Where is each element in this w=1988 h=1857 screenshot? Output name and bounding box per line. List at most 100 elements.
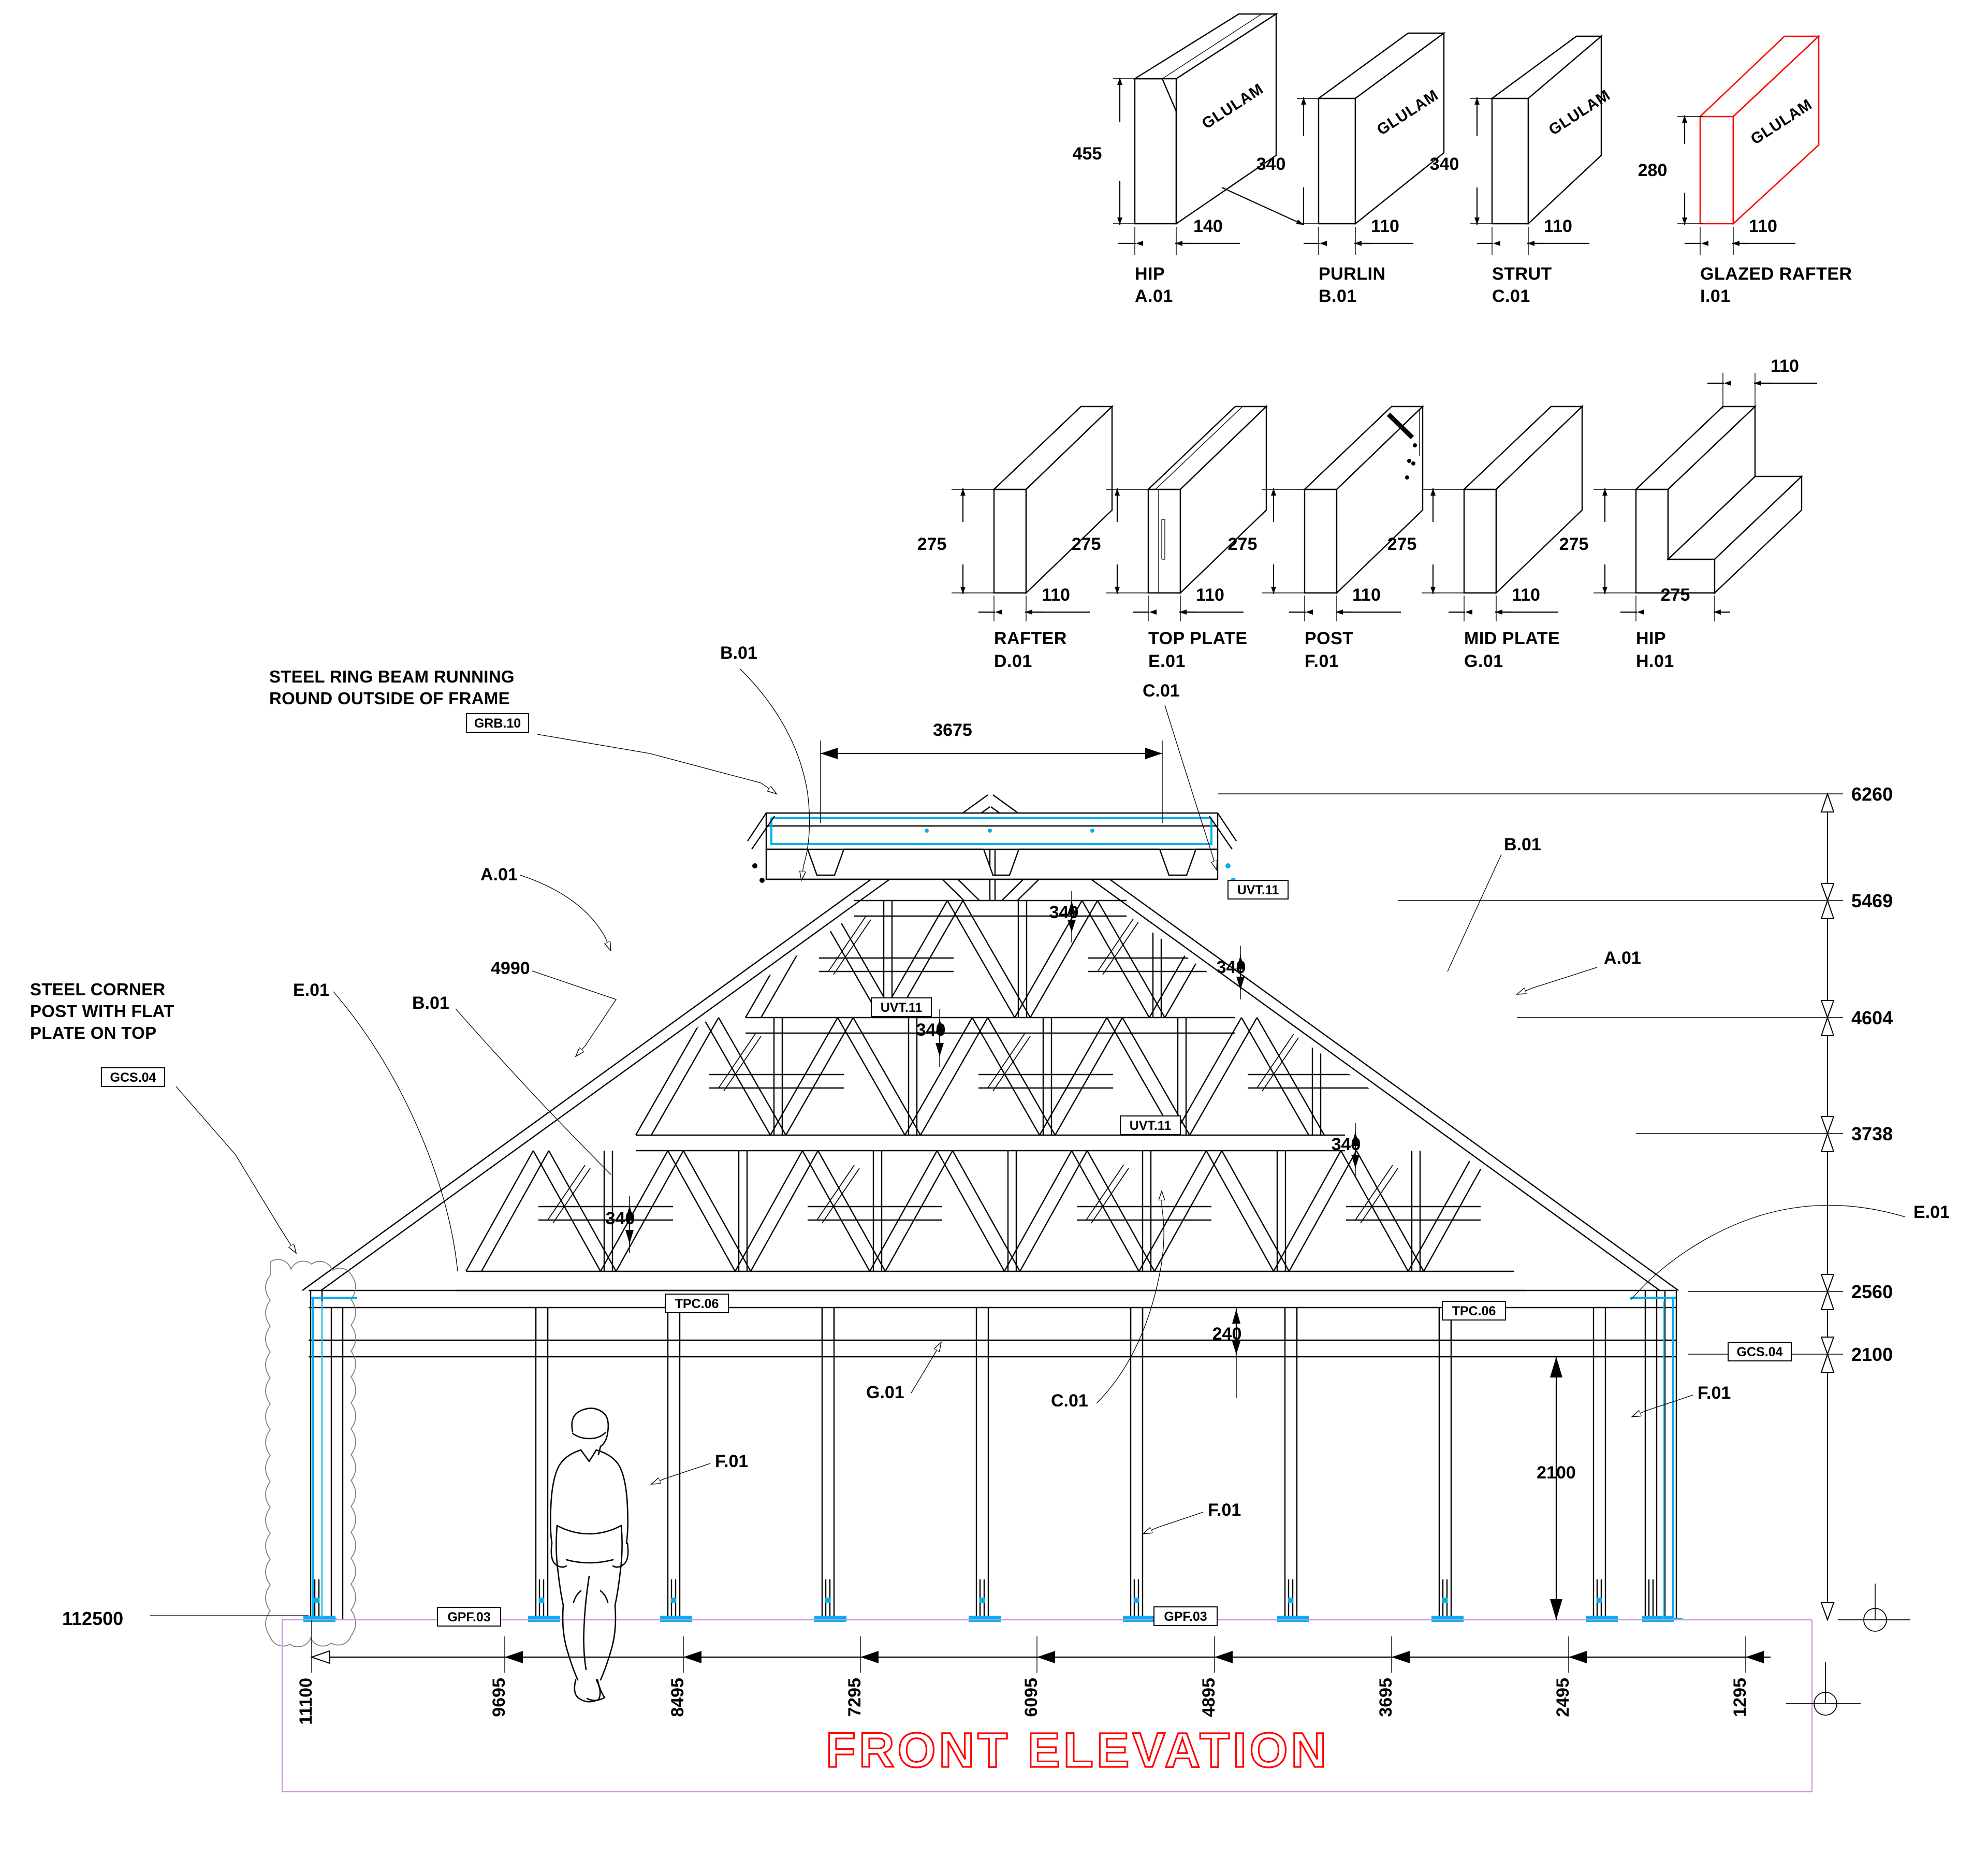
- leader-label-2: A.01: [480, 865, 518, 884]
- hip-h01-section-ref: H.01: [1636, 651, 1674, 671]
- rafter-depth-dim: 275: [917, 534, 947, 554]
- glazed-rafter-section-ref: I.01: [1700, 286, 1731, 306]
- roof-lantern-glazing: [747, 812, 1237, 883]
- inline-dim-6: 240: [1212, 1324, 1242, 1344]
- note-ring-beam: STEEL RING BEAM RUNNING ROUND OUTSIDE OF…: [269, 667, 529, 733]
- rafter-section-ref: D.01: [994, 651, 1032, 671]
- component-tag-3: TPC.06: [665, 1294, 729, 1313]
- left-level-value: 112500: [62, 1608, 123, 1629]
- top-plate-section-name: TOP PLATE: [1148, 629, 1248, 648]
- wall-posts: [310, 1290, 1677, 1620]
- leader-label-5: E.01: [293, 980, 329, 1000]
- leader-label-12: F.01: [1208, 1500, 1241, 1520]
- steel-ring-beam-cyan: [303, 1297, 1683, 1620]
- post-width-dim: 110: [1352, 585, 1381, 605]
- leader-label-9: G.01: [866, 1383, 904, 1402]
- post-depth-dim: 275: [1228, 534, 1258, 554]
- right-level-dimensions: [1218, 792, 1843, 1621]
- section-post-f01: 275 110 POST F.01: [1228, 405, 1424, 671]
- component-tag-boxes: UVT.11 UVT.11 UVT.11 TPC.06 TPC.06 GCS.0…: [437, 880, 1792, 1627]
- leader-label-13: F.01: [1698, 1383, 1731, 1403]
- top-plate-width-dim: 110: [1196, 585, 1224, 605]
- note-corner-post-tag: GCS.04: [110, 1070, 156, 1085]
- hip-h01-section-name: HIP: [1636, 629, 1666, 648]
- hip-h01-width-dim: 275: [1661, 585, 1690, 605]
- component-tag-0: UVT.11: [1227, 880, 1289, 900]
- ground-datum-line: [281, 1619, 1813, 1793]
- mid-plate-width-dim: 110: [1512, 585, 1540, 605]
- bottom-grid-labels: 11100 9695 8495 7295 6095 4895 3695 2495…: [296, 1678, 1750, 1725]
- purlin-section-name: PURLIN: [1319, 264, 1386, 284]
- right-level-0: 6260: [1851, 784, 1893, 805]
- component-tag-text-0: UVT.11: [1237, 883, 1279, 897]
- human-scale-figure: [550, 1408, 629, 1703]
- leader-label-4: B.01: [412, 993, 449, 1013]
- glazed-rafter-section-name: GLAZED RAFTER: [1700, 264, 1852, 284]
- note-corner-post: STEEL CORNER POST WITH FLAT PLATE ON TOP…: [30, 980, 174, 1087]
- component-tag-text-3: TPC.06: [675, 1297, 719, 1311]
- hip-section-name: HIP: [1135, 264, 1165, 284]
- glazed-rafter-depth-dim: 280: [1638, 161, 1668, 180]
- section-hip-a01: GLULAM 455 140 HIP A.01: [1073, 12, 1279, 306]
- mid-plate-depth-dim: 275: [1387, 534, 1417, 554]
- grid-label-5: 4895: [1199, 1678, 1219, 1717]
- strut-depth-dim: 340: [1430, 154, 1459, 174]
- note-corner-post-line1: STEEL CORNER: [30, 980, 166, 999]
- section-top-plate-e01: 275 110 TOP PLATE E.01: [1072, 405, 1268, 671]
- strut-section-name: STRUT: [1492, 264, 1552, 284]
- right-level-2: 4604: [1851, 1007, 1893, 1028]
- bottom-grid-dimensions: [310, 1620, 1771, 1673]
- grid-label-4: 6095: [1021, 1678, 1041, 1717]
- mid-plate-section-name: MID PLATE: [1464, 629, 1560, 648]
- wall-mid-plate-stubs: [535, 1308, 1452, 1340]
- purlin-width-dim: 110: [1371, 216, 1399, 236]
- inline-dim-0: 3675: [933, 720, 972, 740]
- roof-lattice-struts: [465, 846, 1492, 1272]
- purlin-depth-dim: 340: [1256, 154, 1286, 174]
- leader-label-11: F.01: [715, 1452, 748, 1471]
- note-ring-beam-tag: GRB.10: [474, 716, 521, 731]
- grid-label-7: 2495: [1553, 1678, 1573, 1717]
- purlin-section-ref: B.01: [1319, 286, 1357, 306]
- hip-h01-depth-dim: 275: [1559, 534, 1589, 554]
- datum-markers: [1786, 1584, 1910, 1716]
- leader-lines: [176, 669, 1906, 1534]
- rafter-width-dim: 110: [1042, 585, 1070, 605]
- note-ring-beam-line1: STEEL RING BEAM RUNNING: [269, 667, 515, 686]
- grid-label-3: 7295: [845, 1678, 865, 1717]
- leader-label-6: B.01: [1504, 835, 1541, 854]
- grid-label-0: 11100: [296, 1678, 316, 1725]
- section-glazed-rafter-i01: GLULAM 280 110 GLAZED RAFTER I.01: [1638, 34, 1852, 306]
- note-ring-beam-line2: ROUND OUTSIDE OF FRAME: [269, 689, 510, 708]
- internal-dimension-lines: [625, 741, 1562, 1620]
- leader-label-3: 4990: [491, 959, 530, 978]
- top-plate-depth-dim: 275: [1072, 534, 1101, 554]
- inline-dim-7: 2100: [1537, 1463, 1576, 1483]
- rafter-section-name: RAFTER: [994, 629, 1067, 648]
- post-section-ref: F.01: [1305, 651, 1339, 671]
- revision-cloud: [265, 1259, 356, 1648]
- section-strut-c01: GLULAM 340 110 STRUT C.01: [1430, 35, 1613, 306]
- right-level-5: 2100: [1851, 1344, 1893, 1365]
- component-tag-4: TPC.06: [1442, 1301, 1506, 1321]
- hip-depth-dim: 455: [1073, 144, 1102, 164]
- component-tag-5: GCS.04: [1728, 1342, 1792, 1361]
- grid-label-8: 1295: [1730, 1678, 1750, 1717]
- right-level-values: 6260 5469 4604 3738 2560 2100: [1851, 784, 1893, 1365]
- leader-label-10: C.01: [1051, 1391, 1088, 1411]
- leader-label-7: A.01: [1604, 948, 1641, 968]
- right-level-1: 5469: [1851, 890, 1893, 911]
- component-tag-2: UVT.11: [1120, 1115, 1181, 1135]
- component-tag-text-7: GPF.03: [1164, 1609, 1207, 1624]
- post-section-name: POST: [1305, 629, 1354, 648]
- inline-dimension-values: 3675 340 340 340 340 340 240 2100: [606, 720, 1576, 1483]
- component-tag-7: GPF.03: [1153, 1606, 1218, 1626]
- component-tag-text-5: GCS.04: [1737, 1345, 1783, 1359]
- right-level-3: 3738: [1851, 1123, 1893, 1144]
- inline-dim-3: 340: [916, 1020, 946, 1040]
- inline-dim-1: 340: [1049, 903, 1079, 922]
- grid-label-6: 3695: [1376, 1678, 1396, 1717]
- leader-label-1: C.01: [1143, 681, 1180, 701]
- hip-h01-top-width-dim: 110: [1771, 356, 1799, 376]
